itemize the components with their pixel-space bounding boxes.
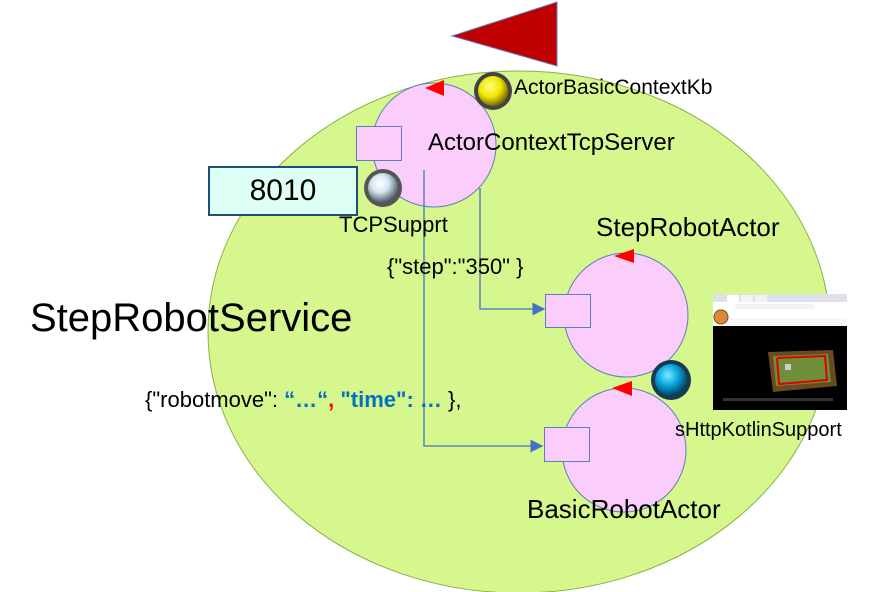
webgui-screenshot-image: [713, 294, 847, 410]
robotmove-message-arrow: [423, 170, 544, 453]
step-robot-flag-icon: [614, 249, 634, 263]
robotmove-prefix: {"robotmove":: [145, 387, 285, 412]
tcp-ball-inner-icon: [368, 173, 398, 203]
kb-ball-inner-icon: [478, 76, 508, 106]
service-flag-icon: [450, 1, 558, 67]
step-message-arrow: [479, 188, 546, 316]
tcp-server-actor-label: ActorContextTcpServer: [428, 129, 675, 156]
port-number-box: 8010: [208, 166, 358, 216]
time-key: "time": …: [334, 387, 442, 412]
step-robot-port-box: [545, 294, 591, 328]
kb-actor-label: ActorBasicContextKb: [514, 76, 713, 99]
basic-robot-flag-icon: [612, 381, 632, 396]
robotmove-comma: ,: [328, 387, 335, 412]
http-ball-inner-icon: [655, 364, 687, 396]
tcp-server-flag-icon: [425, 80, 444, 96]
robotmove-value: “…“: [284, 387, 329, 412]
tcp-server-port-box: [356, 126, 402, 161]
robotmove-message-label: {"robotmove": “…“, "time": … },: [145, 389, 462, 411]
basic-robot-actor-label: BasicRobotActor: [527, 494, 721, 524]
basic-robot-port-box: [544, 427, 590, 462]
step-message-label: {"step":"350" }: [387, 254, 524, 279]
service-label: StepRobotService: [30, 296, 353, 340]
tcp-support-label: TCPSupprt: [339, 212, 448, 237]
http-support-label: sHttpKotlinSupport: [675, 419, 842, 441]
robotmove-suffix: },: [441, 387, 462, 412]
webgui-screenshot-art: [713, 294, 847, 410]
step-robot-actor-label: StepRobotActor: [596, 212, 780, 242]
